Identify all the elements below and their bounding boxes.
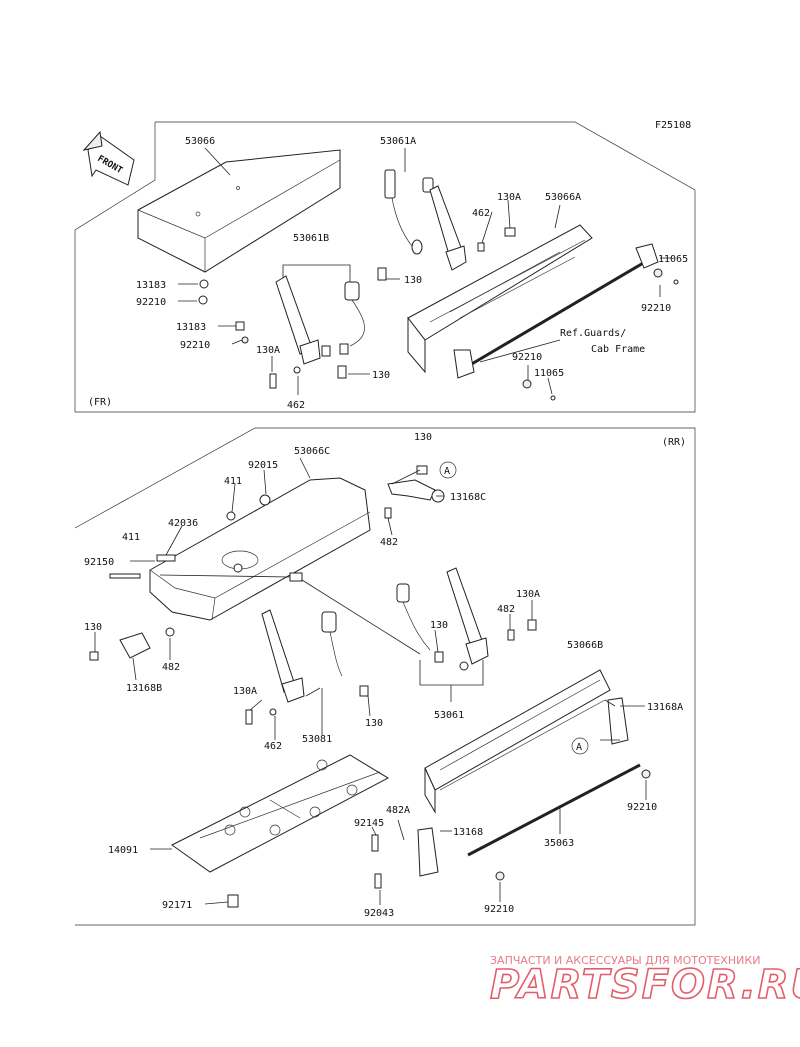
label-130A-d: 130A [233,686,257,697]
label-11065-a: 11065 [658,254,688,265]
label-482A: 482A [386,805,410,816]
label-462-a: 462 [472,208,490,219]
label-11065-b: 11065 [534,368,564,379]
section-label-front: (FR) [88,397,112,408]
rear-seat-base [424,669,611,814]
label-13183-a: 13183 [136,280,166,291]
rear-hardware-left [89,494,271,661]
watermark-tagline: ЗАПЧАСТИ И АКСЕССУАРЫ ДЛЯ МОТОТЕХНИКИ [490,954,760,967]
callout-A-bottom [571,737,589,755]
front-direction-badge: FRONT [82,130,135,186]
label-53061B: 53061B [293,233,329,244]
label-482-a: 482 [380,537,398,548]
label-130A-a: 130A [497,192,521,203]
label-130-f: 130 [365,718,383,729]
label-14091: 14091 [108,845,138,856]
rear-belt-53081 [245,609,369,735]
callout-A-top-letter: A [444,466,450,477]
ref-note-line2: Cab Frame [591,344,645,355]
label-53061A: 53061A [380,136,416,147]
front-belt-53061B [275,264,365,379]
front-guard-bar [453,243,663,389]
label-35063: 35063 [544,838,574,849]
figure-id: F25108 [655,120,691,131]
label-130A-c: 130A [516,589,540,600]
label-53066B: 53066B [567,640,603,651]
label-130A-b: 130A [256,345,280,356]
rear-bracket-13168C [384,465,445,519]
label-42036: 42036 [168,518,198,529]
label-130-e: 130 [84,622,102,633]
callout-A-top [439,461,457,479]
label-130-a: 130 [404,275,422,286]
label-130-d: 130 [430,620,448,631]
rear-seat-cushion [149,477,371,621]
label-13168B: 13168B [126,683,162,694]
label-92210-b: 92210 [136,297,166,308]
label-13168: 13168 [453,827,483,838]
label-53066C: 53066C [294,446,330,457]
label-92210-e: 92210 [627,802,657,813]
label-92210-f: 92210 [484,904,514,915]
label-92171: 92171 [162,900,192,911]
ref-note-line1: Ref.Guards/ [560,328,626,339]
label-92210-c: 92210 [180,340,210,351]
label-411-a: 411 [224,476,242,487]
label-13183-b: 13183 [176,322,206,333]
front-seat-base [407,224,593,374]
front-seat-cushion [137,149,341,273]
front-belt-53061A [377,169,467,281]
label-130-c: 130 [414,432,432,443]
label-462-b: 462 [287,400,305,411]
label-482-c: 482 [162,662,180,673]
rear-guard-bar [371,697,651,889]
label-92210-d: 92210 [512,352,542,363]
storage-tray [171,754,390,908]
label-92150: 92150 [84,557,114,568]
callout-A-bottom-letter: A [576,742,582,753]
label-92043: 92043 [364,908,394,919]
label-411-b: 411 [122,532,140,543]
label-92210-a: 92210 [641,303,671,314]
label-13168C: 13168C [450,492,486,503]
label-130-b: 130 [372,370,390,381]
label-92145: 92145 [354,818,384,829]
label-53081: 53081 [302,734,332,745]
label-53066: 53066 [185,136,215,147]
label-53061: 53061 [434,710,464,721]
front-hardware [198,227,679,401]
label-92015: 92015 [248,460,278,471]
front-section-frame [74,121,696,413]
label-482-b: 482 [497,604,515,615]
section-label-rear: (RR) [662,437,686,448]
rear-section-frame [74,427,696,926]
label-462-c: 462 [264,741,282,752]
label-53066A: 53066A [545,192,581,203]
watermark-brand: PARTSFOR.RU [490,962,800,1008]
label-13168A: 13168A [647,702,683,713]
rear-belt-53061 [396,567,537,702]
